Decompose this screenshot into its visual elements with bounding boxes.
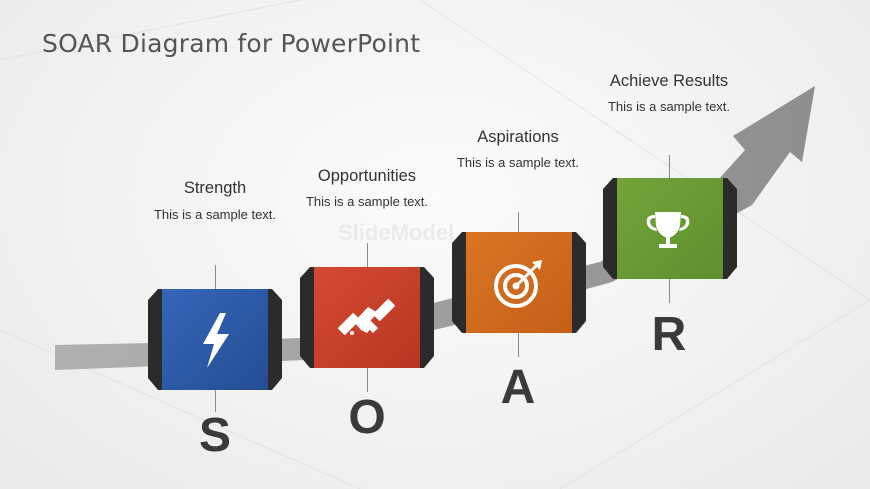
step-heading-opportunities: Opportunities — [317, 167, 417, 185]
connector-line — [215, 265, 216, 289]
step-letter-r: R — [651, 308, 687, 361]
step-description-aspirations: This is a sample text. — [456, 155, 580, 170]
step-letter-s: S — [198, 409, 231, 462]
step-heading-aspirations: Aspirations — [477, 128, 559, 146]
step-description-strength: This is a sample text. — [153, 207, 277, 222]
step-letter-o: O — [348, 391, 386, 444]
connector-line — [367, 243, 368, 267]
lightning-icon — [203, 313, 229, 368]
connector-line — [215, 390, 216, 412]
trophy-icon — [646, 212, 690, 248]
step-description-opportunities: This is a sample text. — [305, 194, 429, 209]
step-heading-achieve-results: Achieve Results — [609, 72, 729, 90]
page-title: SOAR Diagram for PowerPoint — [42, 29, 421, 58]
block-a — [452, 232, 586, 333]
handshake-icon — [338, 299, 395, 335]
step-description-achieve-results: This is a sample text. — [607, 99, 731, 114]
step-letter-a: A — [500, 361, 536, 414]
connector-line — [518, 333, 519, 357]
connector-line — [669, 155, 670, 178]
target-icon — [494, 260, 542, 308]
block-s — [148, 289, 282, 390]
connector-line — [518, 212, 519, 232]
connector-line — [669, 279, 670, 303]
step-heading-strength: Strength — [183, 179, 247, 197]
connector-line — [367, 368, 368, 392]
watermark: SlideModel — [338, 220, 455, 245]
block-o — [300, 267, 434, 368]
